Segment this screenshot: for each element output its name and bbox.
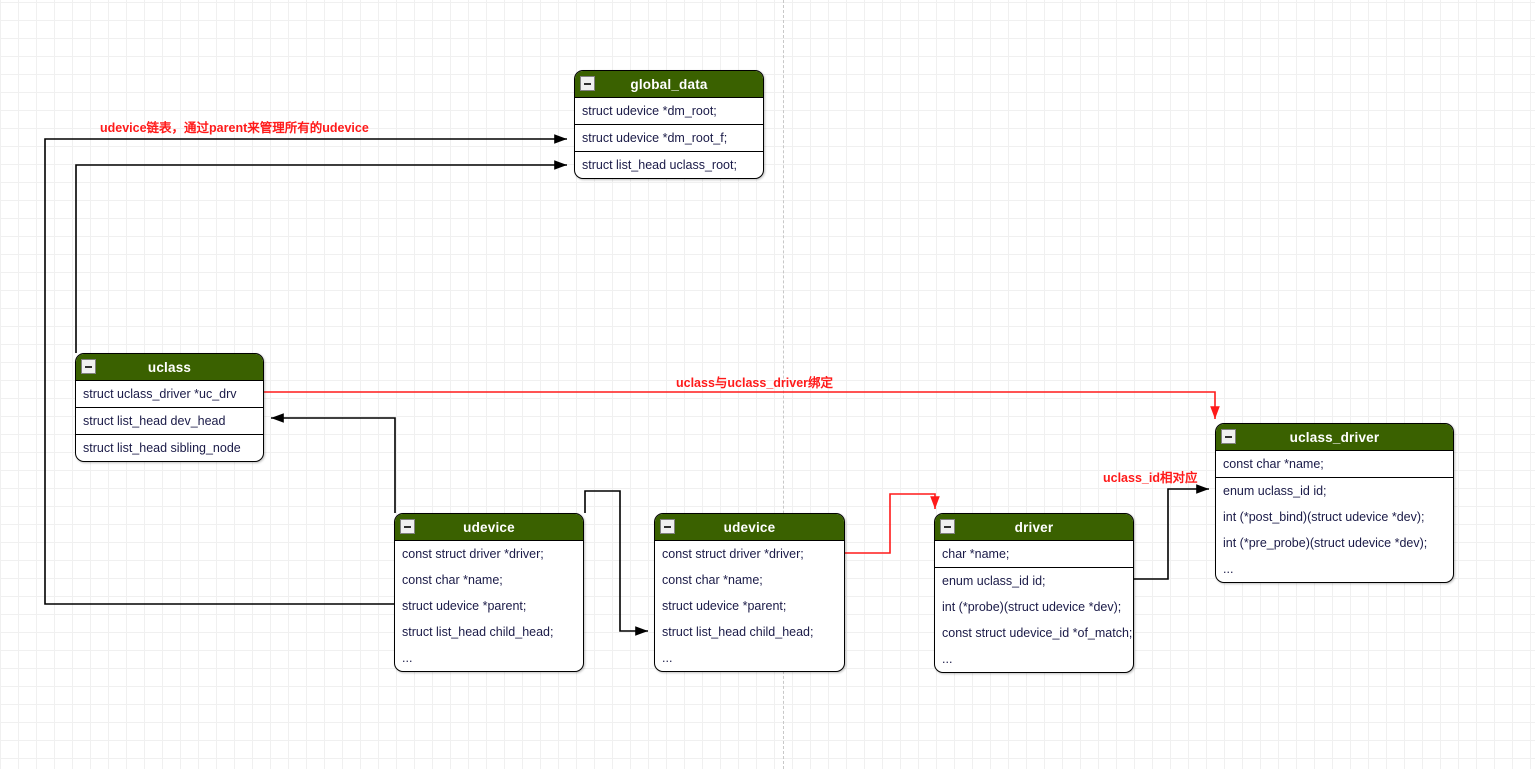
edge-udevice1-to-uclass-dev-head [271,413,396,513]
class-field: enum uclass_id id; [1216,477,1453,504]
class-field: ... [942,652,953,666]
class-box-global-data[interactable]: global_data struct udevice *dm_root; str… [574,70,764,179]
collapse-minus-icon[interactable] [81,359,96,374]
class-title: udevice [723,519,776,535]
class-box-header: udevice [655,514,844,541]
class-box-header: udevice [395,514,583,541]
class-box-header: driver [935,514,1133,541]
class-field: struct udevice *parent; [402,599,527,613]
annotation-uclass-id: uclass_id相对应 [1103,471,1198,485]
class-field: ... [1223,562,1234,576]
class-field: ... [662,651,673,665]
class-field: char *name; [942,547,1010,561]
class-field: struct list_head sibling_node [76,434,263,461]
class-field: struct uclass_driver *uc_drv [83,387,237,401]
class-title: uclass_driver [1289,429,1380,445]
page-break-line [783,0,784,769]
class-box-header: global_data [575,71,763,98]
class-title: uclass [147,359,192,375]
class-field: int (*post_bind)(struct udevice *dev); [1223,510,1425,524]
class-title: driver [1014,519,1054,535]
class-box-header: uclass [76,354,263,381]
class-field: const char *name; [402,573,503,587]
class-field: int (*probe)(struct udevice *dev); [942,600,1122,614]
collapse-minus-icon[interactable] [400,519,415,534]
class-field: const struct driver *driver; [402,547,544,561]
class-field: struct list_head uclass_root; [575,151,763,178]
class-title: global_data [630,76,708,92]
annotation-udevice-list: udevice链表，通过parent来管理所有的udevice [100,121,369,135]
class-field: const char *name; [662,573,763,587]
class-box-uclass-driver[interactable]: uclass_driver const char *name; enum ucl… [1215,423,1454,583]
edge-udevice2-driver-to-driver [845,493,940,554]
collapse-minus-icon[interactable] [580,76,595,91]
class-box-udevice-2[interactable]: udevice const struct driver *driver; con… [654,513,845,672]
class-box-header: uclass_driver [1216,424,1453,451]
edge-udevice1-to-udevice2-child-head [584,490,648,636]
class-field: struct udevice *dm_root; [582,104,717,118]
class-field: struct list_head child_head; [662,625,814,639]
class-field: struct list_head dev_head [76,407,263,434]
class-field: enum uclass_id id; [935,567,1133,594]
annotation-uclass-binding: uclass与uclass_driver绑定 [676,376,834,390]
class-field: struct udevice *parent; [662,599,787,613]
class-field: int (*pre_probe)(struct udevice *dev); [1223,536,1428,550]
class-field: struct list_head child_head; [402,625,554,639]
class-field: const struct driver *driver; [662,547,804,561]
edge-uclass-to-global-uclass-root [75,160,567,353]
class-box-uclass[interactable]: uclass struct uclass_driver *uc_drv stru… [75,353,264,462]
collapse-minus-icon[interactable] [1221,429,1236,444]
class-field: const char *name; [1223,457,1324,471]
class-field: ... [402,651,413,665]
class-field: const struct udevice_id *of_match; [942,626,1133,640]
class-field: struct udevice *dm_root_f; [575,124,763,151]
class-box-driver[interactable]: driver char *name; enum uclass_id id; in… [934,513,1134,673]
edge-uclass-ucdrv-to-uclass-driver [264,391,1220,419]
edge-driver-id-to-uclass-driver-id [1134,484,1209,580]
class-title: udevice [463,519,515,535]
collapse-minus-icon[interactable] [660,519,675,534]
collapse-minus-icon[interactable] [940,519,955,534]
class-box-udevice-1[interactable]: udevice const struct driver *driver; con… [394,513,584,672]
